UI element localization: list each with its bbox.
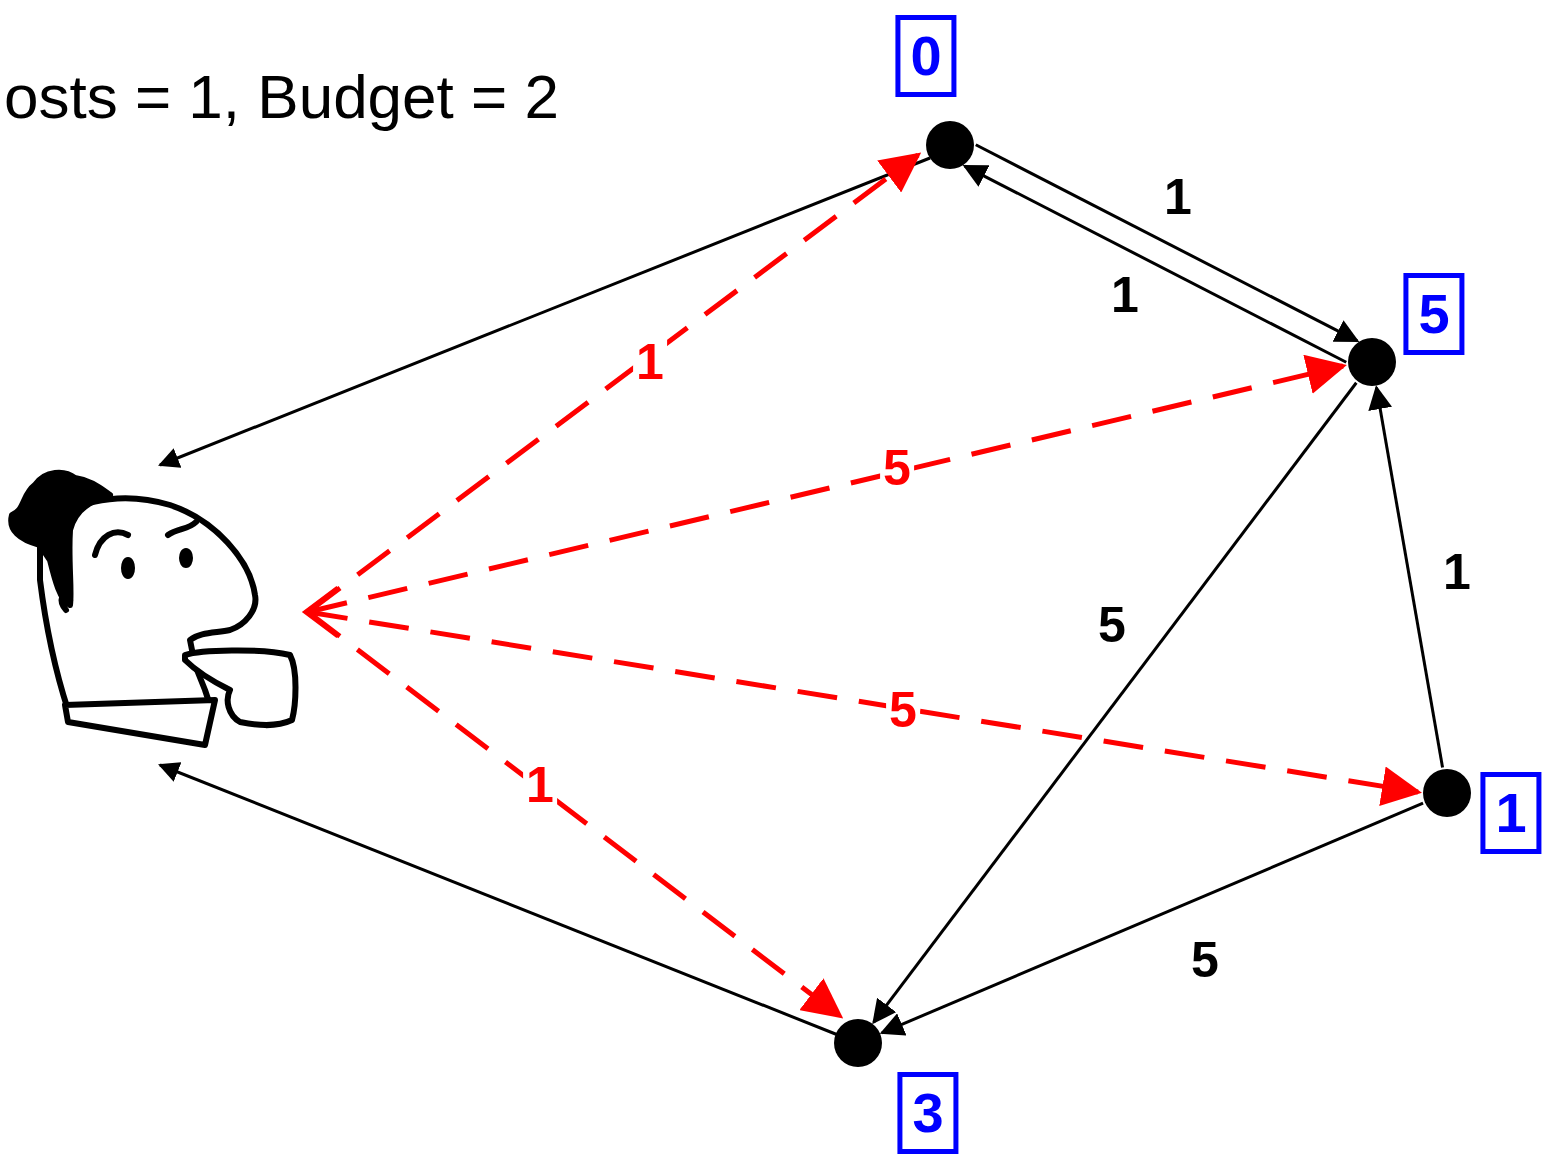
cost-label: 1 xyxy=(523,760,557,810)
node-value: 3 xyxy=(912,1081,943,1144)
value-box: 0 xyxy=(895,15,956,97)
value-box: 1 xyxy=(1480,772,1541,854)
graph-node: 5 xyxy=(1348,338,1396,386)
edge-weight: 1 xyxy=(1161,172,1195,222)
return-line xyxy=(160,158,930,465)
query-line xyxy=(308,366,1343,612)
query-line xyxy=(308,612,1418,792)
graph-edge xyxy=(965,166,1346,362)
graph-node: 1 xyxy=(1423,769,1471,817)
node-value: 1 xyxy=(1495,781,1526,844)
graph-edge xyxy=(976,145,1357,341)
return-line xyxy=(160,765,838,1035)
value-box: 3 xyxy=(897,1072,958,1154)
graph-edge xyxy=(882,803,1423,1033)
open-arrowhead xyxy=(306,588,338,636)
cost-label: 1 xyxy=(633,337,667,387)
problem-caption: osts = 1, Budget = 2 xyxy=(4,66,559,128)
edge-weight: 1 xyxy=(1108,270,1142,320)
edge-weight: 5 xyxy=(1095,600,1129,650)
graph-node: 0 xyxy=(926,121,974,169)
cost-label: 5 xyxy=(886,685,920,735)
value-box: 5 xyxy=(1403,273,1464,355)
graph-edge xyxy=(1376,388,1442,768)
cost-label: 5 xyxy=(880,443,914,493)
graph-edge xyxy=(874,383,1357,1022)
person-figure xyxy=(11,473,295,745)
graph-node: 3 xyxy=(834,1019,882,1067)
edge-weight: 5 xyxy=(1188,935,1222,985)
node-value: 5 xyxy=(1418,282,1449,345)
edge-weight: 1 xyxy=(1440,547,1474,597)
query-line xyxy=(308,612,840,1016)
query-line xyxy=(308,155,918,612)
node-value: 0 xyxy=(910,24,941,87)
